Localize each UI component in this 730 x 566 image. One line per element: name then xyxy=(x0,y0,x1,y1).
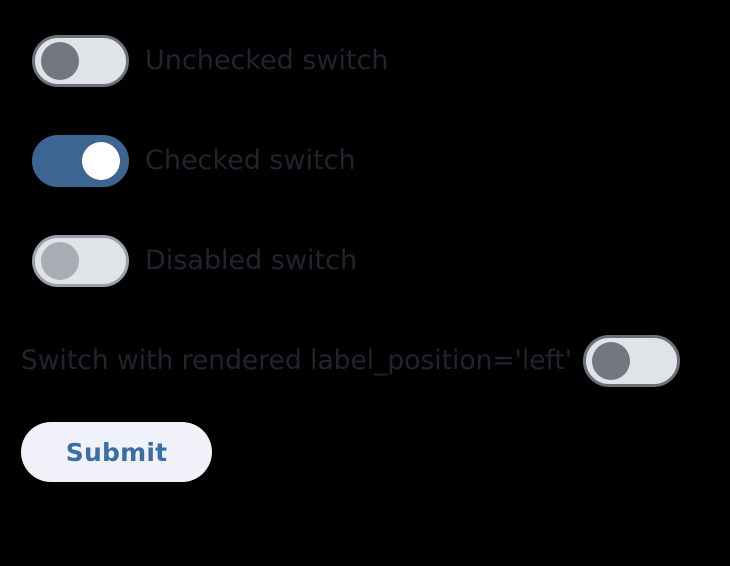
switch-label-disabled: Disabled switch xyxy=(145,245,358,277)
switch-label-unchecked: Unchecked switch xyxy=(145,45,389,77)
switch-label-left-position: Switch with rendered label_position='lef… xyxy=(21,344,573,376)
switch-row-checked: Checked switch xyxy=(32,135,356,187)
switch-label-left[interactable] xyxy=(583,335,681,387)
submit-button[interactable]: Submit xyxy=(21,422,212,482)
switch-row-label-left: Switch with rendered label_position='lef… xyxy=(21,335,701,387)
switch-row-unchecked: Unchecked switch xyxy=(32,35,389,87)
switch-knob xyxy=(82,142,120,180)
switch-knob xyxy=(41,242,79,280)
switch-knob xyxy=(41,42,79,80)
switch-disabled xyxy=(32,235,129,287)
switch-row-disabled: Disabled switch xyxy=(32,235,357,287)
switch-label-checked: Checked switch xyxy=(145,145,356,177)
switch-knob xyxy=(592,342,631,380)
switch-checked[interactable] xyxy=(32,135,129,187)
switch-unchecked[interactable] xyxy=(32,35,129,87)
